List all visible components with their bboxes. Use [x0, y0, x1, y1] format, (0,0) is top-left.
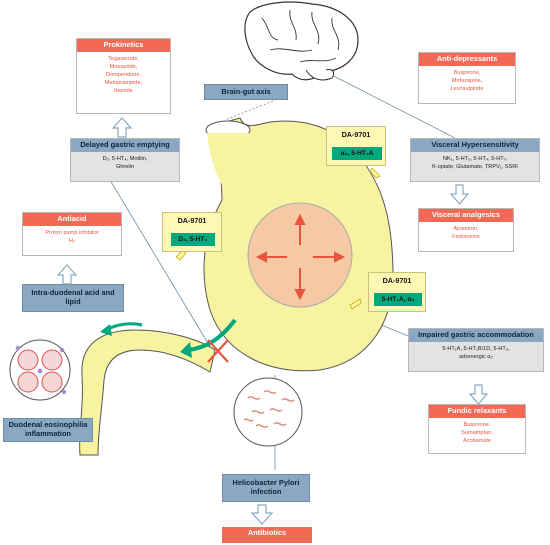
fundic-relaxants-item: Sumatriptan, — [461, 429, 493, 436]
da9701-left-title: DA-9701 — [177, 216, 207, 225]
helicobacter-label-text: Helicobacter Pylori infection — [232, 478, 300, 496]
anti-depressants-item: Buspirone, — [453, 69, 481, 76]
pointer-arrows — [175, 167, 381, 310]
da9701-top-chip: α₂, 5-HT₁A — [332, 147, 382, 160]
antiacid-item: H₂ — [68, 237, 76, 244]
da9701-left-badge: DA-9701 D₂, 5-HT₄ — [162, 212, 222, 252]
prokinetics-item: Metoprampide, — [104, 79, 143, 86]
brain-illustration — [244, 1, 359, 81]
visceral-analgesics-list: Alosetron, Fedotozine — [419, 222, 513, 244]
antibiotics-title: Antibiotics — [222, 527, 312, 543]
helicobacter-circle — [233, 377, 303, 447]
fundic-relaxants-list: Buspirone, Sumatriptan, Acotiamide — [429, 418, 525, 448]
duodenal-eosinophilia-label: Duodenal eosinophilia inflammation — [3, 418, 93, 442]
receptor-line: NK₁, 5-HT₃, 5-HT₄, 5-HT₇, — [442, 155, 508, 162]
hollow-up-arrows — [56, 117, 133, 285]
prokinetics-list: Tegaserode, Mosapride, Domperidone, Meto… — [77, 52, 170, 99]
antibiotics-box: Antibiotics — [222, 527, 312, 543]
visceral-hypersensitivity-receptors: NK₁, 5-HT₃, 5-HT₄, 5-HT₇, K-opiate, Glut… — [411, 151, 539, 181]
impaired-accommodation-receptors: 5-HT₁A, 5-HT₁B/1D, 5-HT₃, adrenergic α₂ — [409, 341, 543, 371]
green-flow-arrow — [187, 318, 237, 352]
prokinetics-item: Mosapride, — [109, 63, 138, 70]
delayed-gastric-emptying-title: Delayed gastric emptying — [71, 139, 179, 152]
impaired-accommodation-box: Impaired gastric accommodation 5-HT₁A, 5… — [408, 328, 544, 372]
distension-circle — [247, 202, 353, 308]
antiacid-list: Proton pump inhibitor H₂ — [23, 226, 121, 248]
hollow-down-arrows — [250, 184, 489, 525]
anti-depressants-box: Anti-depressants Buspirone, Mirtazapine,… — [418, 52, 516, 104]
receptor-line: Ghrelin — [115, 163, 135, 170]
receptor-line: D₂, 5-HT₄, Motilin, — [102, 155, 148, 162]
anti-depressants-item: Mirtazapine, — [451, 77, 483, 84]
receptor-line: 5-HT₁A, 5-HT₁B/1D, 5-HT₃, — [442, 345, 510, 352]
prokinetics-item: Itopride — [114, 87, 133, 94]
da9701-left-chip: D₂, 5-HT₄ — [171, 233, 215, 246]
da9701-right-chip: 5-HT₁A, α₂ — [374, 293, 422, 306]
receptor-line: K-opiate, Glutamate, TRPV₁, SSRI — [432, 163, 518, 170]
anti-depressants-list: Buspirone, Mirtazapine, Levosulpiride — [419, 66, 515, 96]
prokinetics-item: Tegaserode, — [108, 55, 139, 62]
receptor-line: adrenergic α₂ — [459, 353, 493, 360]
blocked-cross — [207, 339, 229, 363]
visceral-analgesics-item: Alosetron, — [453, 225, 479, 232]
visceral-hypersensitivity-box: Visceral Hypersensitivity NK₁, 5-HT₃, 5-… — [410, 138, 540, 182]
da9701-top-title: DA-9701 — [341, 130, 371, 139]
delayed-gastric-emptying-box: Delayed gastric emptying D₂, 5-HT₄, Moti… — [70, 138, 180, 182]
da9701-top-badge: DA-9701 α₂, 5-HT₁A — [326, 126, 386, 166]
fundic-relaxants-title: Fundic relaxants — [429, 405, 525, 418]
visceral-analgesics-box: Visceral analgesics Alosetron, Fedotozin… — [418, 208, 514, 252]
da9701-right-badge: DA-9701 5-HT₁A, α₂ — [368, 272, 426, 312]
visceral-analgesics-item: Fedotozine — [452, 233, 480, 240]
antiacid-title: Antiacid — [23, 213, 121, 226]
prokinetics-item: Domperidone, — [105, 71, 142, 78]
antiacid-item: Proton pump inhibitor — [45, 229, 99, 236]
prokinetics-title: Prokinetics — [77, 39, 170, 52]
eosinophil-circle — [9, 339, 71, 401]
fundic-relaxants-box: Fundic relaxants Buspirone, Sumatriptan,… — [428, 404, 526, 454]
anti-depressants-item: Levosulpiride — [450, 85, 484, 92]
fundic-relaxants-item: Acotiamide — [463, 437, 491, 444]
prokinetics-box: Prokinetics Tegaserode, Mosapride, Dompe… — [76, 38, 171, 114]
impaired-accommodation-title: Impaired gastric accommodation — [409, 329, 543, 342]
distension-arrows — [255, 213, 346, 301]
intra-duodenal-label: Intra-duodenal acid and lipid — [22, 284, 124, 312]
anti-depressants-title: Anti-depressants — [419, 53, 515, 66]
da9701-right-title: DA-9701 — [382, 276, 412, 285]
visceral-hypersensitivity-title: Visceral Hypersensitivity — [411, 139, 539, 152]
delayed-gastric-emptying-receptors: D₂, 5-HT₄, Motilin, Ghrelin — [71, 151, 179, 181]
helicobacter-label: Helicobacter Pylori infection — [222, 474, 310, 502]
duodenum-shape — [79, 329, 216, 456]
antiacid-box: Antiacid Proton pump inhibitor H₂ — [22, 212, 122, 256]
fundic-relaxants-item: Buspirone, — [463, 421, 491, 428]
brain-gut-axis-label: Brain-gut axis — [204, 84, 288, 100]
visceral-analgesics-title: Visceral analgesics — [419, 209, 513, 222]
